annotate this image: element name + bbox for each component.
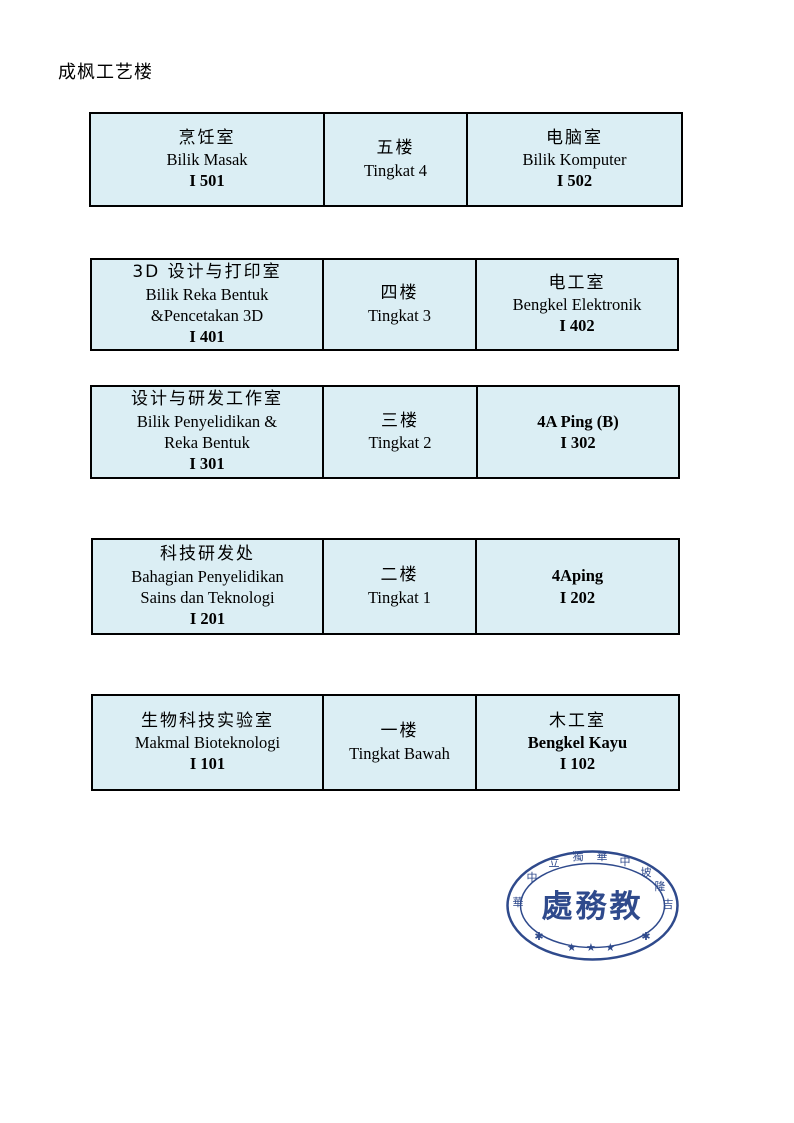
- room-name-ms: Bengkel Elektronik: [512, 295, 642, 315]
- floor-table-4: 3D 设计与打印室 Bilik Reka Bentuk &Pencetakan …: [90, 258, 679, 351]
- room-name-zh: 设计与研发工作室: [131, 389, 283, 410]
- seal-center-text: 處務教: [542, 889, 644, 925]
- seal-star-right: ✱: [641, 931, 650, 943]
- floor-name-zh: 一楼: [380, 721, 419, 742]
- room-code: I 201: [189, 608, 226, 628]
- floor-cell: 四楼 Tingkat 3: [322, 258, 477, 351]
- room-cell-left: 3D 设计与打印室 Bilik Reka Bentuk &Pencetakan …: [90, 258, 324, 351]
- floor-table-3: 设计与研发工作室 Bilik Penyelidikan & Reka Bentu…: [90, 385, 680, 479]
- room-name-zh: 生物科技实验室: [141, 710, 274, 731]
- floor-cell: 一楼 Tingkat Bawah: [322, 694, 477, 791]
- floor-name-ms: Tingkat Bawah: [349, 743, 450, 763]
- floor-table-1: 生物科技实验室 Makmal Bioteknologi I 101 一楼 Tin…: [91, 694, 680, 791]
- room-name-ms: Bilik Komputer: [522, 150, 627, 170]
- room-cell-right: 电脑室 Bilik Komputer I 502: [466, 112, 683, 207]
- room-name-ms: Bengkel Kayu: [527, 733, 628, 753]
- svg-text:獨: 獨: [573, 849, 584, 863]
- room-name-zh: 3D 设计与打印室: [132, 261, 282, 282]
- room-name-zh: 科技研发处: [160, 543, 255, 564]
- svg-text:吉: 吉: [663, 898, 674, 911]
- room-cell-left: 设计与研发工作室 Bilik Penyelidikan & Reka Bentu…: [90, 385, 324, 479]
- svg-text:華: 華: [597, 850, 608, 863]
- seal-outer-ring: [506, 850, 679, 961]
- svg-text:中: 中: [620, 855, 631, 868]
- floor-name-ms: Tingkat 3: [367, 305, 432, 325]
- room-name-ms: 4Aping: [551, 566, 604, 586]
- floor-name-zh: 二楼: [380, 565, 419, 586]
- floor-name-zh: 三楼: [381, 410, 419, 431]
- svg-text:隆: 隆: [655, 879, 666, 893]
- room-code: I 301: [189, 454, 225, 474]
- svg-text:中: 中: [527, 871, 538, 884]
- svg-text:坡: 坡: [641, 866, 652, 879]
- room-code: I 202: [559, 587, 596, 607]
- room-code: I 501: [189, 171, 225, 191]
- floor-name-zh: 四楼: [380, 283, 419, 304]
- floor-cell: 二楼 Tingkat 1: [322, 538, 477, 635]
- school-seal-stamp: 處務教 華 中 立 獨 華 中 坡 隆 吉 ✱ ✱ ★ ★ ★: [506, 849, 679, 961]
- room-name-ms: 4A Ping (B): [537, 411, 619, 431]
- seal-bottom-stars: ★ ★ ★: [567, 941, 619, 954]
- room-name-ms: Bilik Masak: [166, 150, 248, 170]
- room-cell-left: 科技研发处 Bahagian Penyelidikan Sains dan Te…: [91, 538, 324, 635]
- room-name-ms: Sains dan Teknologi: [140, 587, 275, 607]
- room-name-ms: Bilik Penyelidikan &: [136, 412, 278, 432]
- room-name-zh: 木工室: [549, 710, 606, 731]
- floor-name-ms: Tingkat 4: [363, 160, 428, 180]
- floor-name-ms: Tingkat 2: [368, 433, 432, 453]
- room-code: I 102: [559, 754, 596, 774]
- room-name-zh: 电工室: [548, 272, 606, 293]
- room-code: I 401: [189, 326, 225, 346]
- floor-name-zh: 五楼: [376, 138, 415, 159]
- room-name-zh: 电脑室: [546, 127, 603, 148]
- room-name-ms: Makmal Bioteknologi: [134, 733, 281, 753]
- floor-table-2: 科技研发处 Bahagian Penyelidikan Sains dan Te…: [91, 538, 680, 635]
- room-cell-right: 木工室 Bengkel Kayu I 102: [475, 694, 680, 791]
- room-code: I 502: [556, 171, 593, 191]
- room-cell-right: 电工室 Bengkel Elektronik I 402: [475, 258, 679, 351]
- room-cell-right: 4A Ping (B) I 302: [476, 385, 680, 479]
- room-name-zh: 烹饪室: [178, 127, 236, 148]
- room-name-ms: Reka Bentuk: [164, 433, 250, 453]
- svg-text:華: 華: [513, 896, 524, 909]
- floor-name-ms: Tingkat 1: [367, 587, 432, 607]
- seal-inner-ring: [519, 862, 666, 949]
- room-code: I 402: [559, 316, 595, 336]
- page-title: 成枫工艺楼: [58, 62, 153, 83]
- room-cell-right: 4Aping I 202: [475, 538, 680, 635]
- room-name-ms: &Pencetakan 3D: [150, 305, 264, 325]
- floor-table-5: 烹饪室 Bilik Masak I 501 五楼 Tingkat 4 电脑室 B…: [89, 112, 683, 207]
- room-name-ms: Bahagian Penyelidikan: [131, 566, 284, 586]
- floor-cell: 五楼 Tingkat 4: [323, 112, 468, 207]
- room-name-ms: Bilik Reka Bentuk: [145, 284, 269, 304]
- room-cell-left: 生物科技实验室 Makmal Bioteknologi I 101: [91, 694, 324, 791]
- seal-star-left: ✱: [534, 931, 543, 943]
- room-code: I 302: [560, 433, 596, 452]
- floor-cell: 三楼 Tingkat 2: [322, 385, 478, 479]
- room-cell-left: 烹饪室 Bilik Masak I 501: [89, 112, 325, 207]
- seal-ring-text: 華 中 立 獨 華 中 坡 隆 吉: [513, 849, 674, 911]
- svg-text:立: 立: [549, 855, 560, 869]
- room-code: I 101: [189, 754, 226, 774]
